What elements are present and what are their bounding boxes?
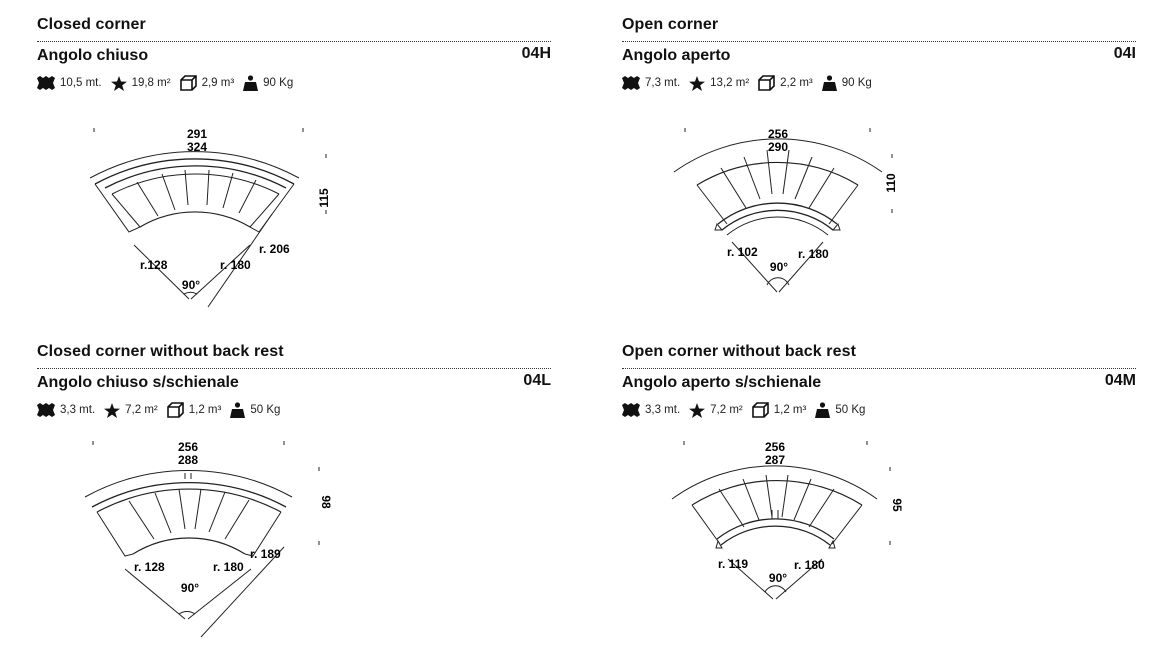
dim-outer-width: 290 bbox=[768, 140, 788, 154]
product-code: 04L bbox=[523, 372, 551, 389]
dim-radius-inner: r. 119 bbox=[718, 557, 748, 571]
title-italian: Angolo chiuso s/schienale bbox=[37, 374, 239, 391]
spec-volume: 2,2 m³ bbox=[758, 75, 813, 91]
dim-inner-width: 291 bbox=[187, 127, 207, 141]
spec-area: 19,8 m² bbox=[110, 75, 171, 91]
spec-length: 10,5 mt. bbox=[37, 76, 102, 90]
dim-radius-outer: r. 189 bbox=[250, 547, 281, 561]
dim-outer-width: 288 bbox=[178, 453, 198, 467]
dim-inner-width: 256 bbox=[765, 440, 785, 454]
product-code: 04I bbox=[1113, 45, 1136, 62]
dim-depth: 115 bbox=[317, 188, 331, 208]
product-code: 04H bbox=[521, 45, 551, 62]
spec-length: 3,3 mt. bbox=[622, 403, 680, 417]
length-fabric-icon bbox=[622, 403, 640, 417]
volume-box-icon bbox=[758, 75, 775, 91]
spec-area: 13,2 m² bbox=[689, 75, 749, 91]
spec-row: 3,3 mt. 7,2 m² 1,2 m³ 50 Kg bbox=[37, 401, 289, 419]
dim-angle: 90° bbox=[182, 278, 200, 292]
product-panel-closed-corner: Closed corner Angolo chiuso 04H 10,5 mt.… bbox=[37, 14, 553, 324]
title-english: Open corner without back rest bbox=[622, 343, 857, 360]
dim-radius-outer: r. 206 bbox=[259, 242, 290, 256]
dim-outer-width: 324 bbox=[187, 140, 207, 154]
spec-weight: 50 Kg bbox=[815, 402, 865, 418]
volume-box-icon bbox=[179, 75, 197, 91]
area-star-icon bbox=[110, 75, 127, 91]
dotted-divider bbox=[37, 368, 551, 369]
dim-outer-width: 287 bbox=[765, 453, 785, 467]
dim-depth: 95 bbox=[890, 498, 904, 512]
dotted-divider bbox=[622, 368, 1136, 369]
dim-angle: 90° bbox=[770, 260, 788, 274]
sofa-plan-drawing: 291 324 115 r.128 r. 180 r. 206 90° bbox=[89, 127, 331, 308]
dim-radius-inner: r.128 bbox=[140, 258, 168, 272]
spec-volume: 1,2 m³ bbox=[166, 402, 221, 418]
volume-box-icon bbox=[751, 402, 769, 418]
spec-row: 10,5 mt. 19,8 m² 2,9 m³ 90 Kg bbox=[37, 74, 302, 92]
dim-radius-mid: r. 180 bbox=[213, 560, 244, 574]
dim-angle: 90° bbox=[769, 571, 787, 585]
weight-icon bbox=[230, 402, 246, 418]
length-fabric-icon bbox=[37, 403, 55, 417]
dim-inner-width: 256 bbox=[178, 440, 198, 454]
length-fabric-icon bbox=[37, 76, 55, 90]
weight-icon bbox=[243, 75, 259, 91]
title-italian: Angolo chiuso bbox=[37, 47, 149, 64]
product-panel-open-corner: Open corner Angolo aperto 04I 7,3 mt. 13… bbox=[622, 14, 1138, 324]
length-fabric-icon bbox=[622, 76, 640, 90]
sofa-plan-drawing: 256 287 95 r. 119 r. 180 90° bbox=[671, 440, 904, 600]
product-panel-open-corner-no-backrest: Open corner without back rest Angolo ape… bbox=[622, 341, 1138, 651]
sofa-plan-drawing: 256 288 98 r. 128 r. 180 r. 189 90° bbox=[84, 440, 333, 638]
title-english: Closed corner without back rest bbox=[37, 343, 284, 360]
title-italian: Angolo aperto bbox=[622, 47, 731, 64]
spec-row: 7,3 mt. 13,2 m² 2,2 m³ 90 Kg bbox=[622, 74, 881, 92]
product-code: 04M bbox=[1104, 372, 1136, 389]
spec-weight: 90 Kg bbox=[821, 75, 872, 91]
dim-inner-width: 256 bbox=[768, 127, 788, 141]
area-star-icon bbox=[689, 402, 706, 418]
dim-depth: 98 bbox=[319, 495, 333, 509]
spec-volume: 2,9 m³ bbox=[179, 75, 234, 91]
title-italian: Angolo aperto s/schienale bbox=[622, 374, 822, 391]
dim-radius-mid: r. 180 bbox=[220, 258, 251, 272]
volume-box-icon bbox=[166, 402, 184, 418]
spec-length: 7,3 mt. bbox=[622, 76, 680, 90]
spec-row: 3,3 mt. 7,2 m² 1,2 m³ 50 Kg bbox=[622, 401, 874, 419]
dim-depth: 110 bbox=[884, 173, 898, 193]
dim-radius-inner: r. 102 bbox=[727, 245, 758, 259]
spec-volume: 1,2 m³ bbox=[751, 402, 806, 418]
title-english: Open corner bbox=[622, 16, 719, 33]
spec-length: 3,3 mt. bbox=[37, 403, 95, 417]
dim-angle: 90° bbox=[181, 581, 199, 595]
dim-radius-mid: r. 180 bbox=[798, 247, 829, 261]
title-english: Closed corner bbox=[37, 16, 146, 33]
area-star-icon bbox=[689, 75, 706, 91]
dim-radius-inner: r. 128 bbox=[134, 560, 165, 574]
spec-area: 7,2 m² bbox=[689, 402, 743, 418]
weight-icon bbox=[821, 75, 837, 91]
dim-radius-mid: r. 180 bbox=[794, 558, 825, 572]
product-panel-closed-corner-no-backrest: Closed corner without back rest Angolo c… bbox=[37, 341, 553, 651]
sofa-plan-drawing: 256 290 110 r. 102 r. 180 90° bbox=[673, 127, 898, 293]
dotted-divider bbox=[37, 41, 551, 42]
area-star-icon bbox=[104, 402, 121, 418]
weight-icon bbox=[815, 402, 831, 418]
spec-weight: 90 Kg bbox=[243, 75, 293, 91]
dotted-divider bbox=[622, 41, 1136, 42]
spec-area: 7,2 m² bbox=[104, 402, 158, 418]
spec-weight: 50 Kg bbox=[230, 402, 280, 418]
